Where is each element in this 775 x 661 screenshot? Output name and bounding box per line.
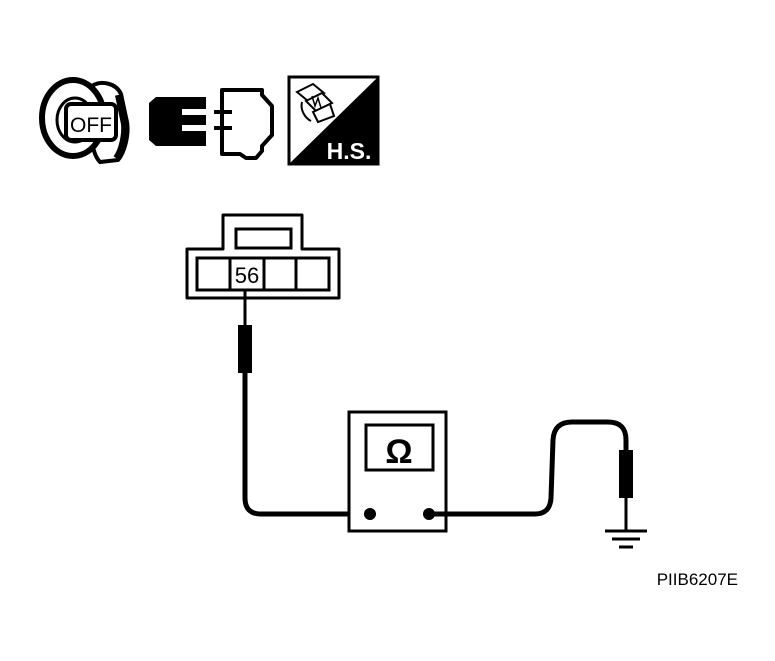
- ohmmeter-icon: Ω: [347, 410, 448, 533]
- harness-side-icon: H.S.: [287, 75, 380, 166]
- terminal-number: 56: [235, 263, 259, 288]
- meter-terminal-left: [364, 508, 376, 520]
- ignition-key-icon: OFF: [39, 77, 130, 165]
- ohm-symbol: Ω: [385, 433, 412, 471]
- figure-id: PIIB6207E: [657, 570, 738, 589]
- test-lead-left: [238, 290, 370, 517]
- harness-side-label: H.S.: [327, 138, 372, 164]
- ground-icon: [605, 529, 647, 549]
- harness-connector: 56: [185, 213, 341, 300]
- test-lead-right: [429, 419, 633, 530]
- connector-disconnect-icon: [149, 88, 274, 160]
- probe-left: [238, 325, 252, 373]
- probe-right: [619, 450, 633, 498]
- key-off-label: OFF: [70, 114, 112, 137]
